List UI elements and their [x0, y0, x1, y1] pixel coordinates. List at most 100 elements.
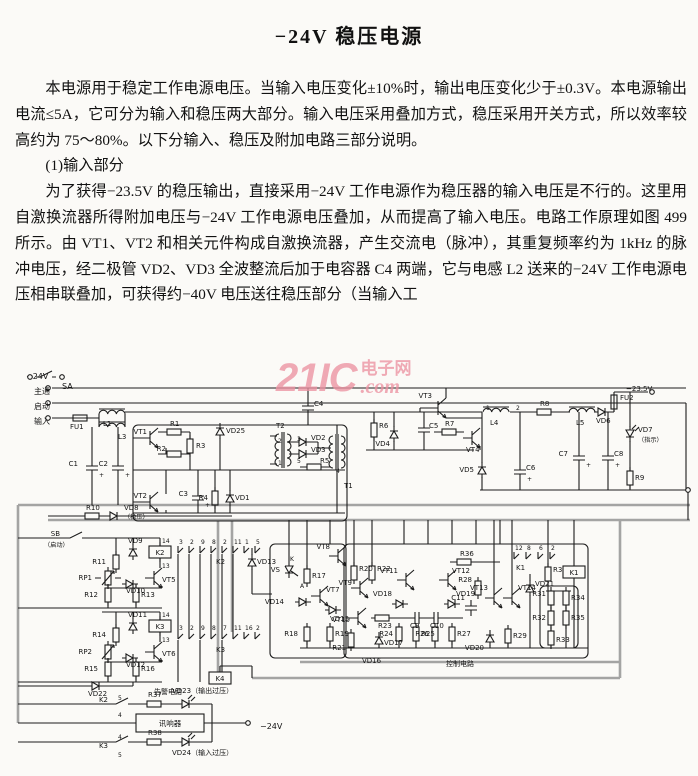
comp-VD21: VD21 [525, 580, 554, 596]
pin-8: 8 [212, 625, 216, 632]
comp-1: 1 [278, 460, 282, 467]
comp-VT4: VT4 [463, 427, 481, 454]
comp-term [45, 415, 51, 421]
comp-VT8: VT8 [316, 543, 347, 567]
comp-K2: K2 [99, 696, 132, 705]
label-VD14: VD14 [265, 598, 285, 606]
relay-label-K3: K3 [155, 623, 164, 631]
label-VD3: VD3 [311, 446, 326, 454]
contacts-label-K3: K3 [216, 646, 225, 654]
label-R11: R11 [92, 558, 106, 566]
polarity-mark: + [99, 472, 104, 479]
label-VD6: VD6 [596, 417, 611, 425]
label-VT5: VT5 [162, 576, 176, 584]
comp-VD1: VD1 [225, 490, 250, 506]
label-C4: C4 [314, 400, 324, 408]
label-VT7: VT7 [326, 586, 340, 594]
comp-VD25: VD25 [215, 423, 245, 439]
label-VD9: VD9 [128, 537, 143, 545]
label-VT13: VT13 [470, 584, 488, 592]
label-VT6: VT6 [162, 650, 176, 658]
label-RP1: RP1 [78, 574, 92, 582]
label-T2: T2 [275, 422, 285, 430]
polarity-mark: + [205, 502, 210, 509]
label-R31: R31 [532, 590, 546, 598]
comp-VT7: VT7 [311, 585, 340, 607]
label-R24: R24 [379, 630, 393, 638]
comp-R31: R31 [532, 587, 555, 609]
label-R1: R1 [170, 420, 179, 428]
label-R6: R6 [379, 422, 389, 430]
label-R23: R23 [378, 622, 392, 630]
label-R28: R28 [458, 576, 472, 584]
comp-L3: L3 [98, 421, 126, 441]
comp-R19: R19 [326, 623, 349, 645]
contacts-label-K1: K1 [516, 564, 525, 572]
label-VD8: VD8 [124, 504, 139, 512]
polarity-mark: + [615, 462, 620, 469]
comp-2: 2 [278, 438, 282, 445]
comp-L1: L1 [98, 408, 126, 428]
body-text: 本电源用于稳定工作电源电压。当输入电压变化±10%时，输出电压变化少于±0.3V… [15, 76, 687, 308]
comp-R26: R26 [415, 623, 439, 645]
comp-T1: T1 [328, 434, 353, 490]
pin-3: 3 [179, 539, 183, 546]
contacts-label-K2: K2 [216, 558, 225, 566]
label-5: 5 [297, 458, 301, 465]
label-R27: R27 [457, 630, 471, 638]
comp-4: 4 [118, 734, 122, 741]
comp-R21: R21 [332, 629, 355, 652]
label-4: 4 [118, 712, 122, 719]
comp-R20: R20 [350, 562, 373, 584]
pin-11: 11 [234, 539, 242, 546]
label-R21: R21 [332, 644, 346, 652]
comp-C7: +C7 [559, 450, 591, 469]
label-SB: SB [51, 530, 60, 538]
label-VT11: VT11 [380, 567, 398, 575]
comp-VT1: VT1 [133, 427, 159, 449]
label-C3: C3 [179, 490, 188, 498]
label-VT3: VT3 [418, 392, 432, 400]
label-R34: R34 [571, 594, 585, 602]
pin-6: 6 [539, 545, 543, 552]
label-VD16: VD16 [362, 657, 382, 665]
comp-R27: R27 [448, 623, 471, 645]
label-C11: C11 [451, 594, 465, 602]
comp-VT3: VT3 [418, 392, 447, 419]
pin-16: 16 [245, 625, 253, 632]
label-RP2: RP2 [78, 648, 92, 656]
label-R35: R35 [571, 614, 585, 622]
comp-R7: R7 [438, 420, 460, 436]
label-VD7: VD7 [638, 426, 653, 434]
comp-R2: R2 [157, 445, 185, 458]
comp-R30: R30 [544, 563, 567, 585]
comp-VD6: VD6 [594, 407, 611, 425]
pin-8: 8 [212, 539, 216, 546]
label-输入: 输入 [34, 416, 50, 426]
comp-VD19: VD19 [444, 590, 475, 609]
comp-VD2: VD2 [295, 434, 326, 447]
comp-term [649, 389, 655, 395]
label-VT4: VT4 [466, 446, 480, 454]
label-R38: R38 [148, 729, 162, 737]
label-R4: R4 [199, 494, 209, 502]
comp-C4: C4 [302, 400, 324, 416]
comp-控制电路: 控制电路 [446, 659, 474, 668]
comp-主通: 主通 [34, 386, 50, 396]
polarity-mark: + [125, 472, 130, 479]
comp-输入: 输入 [34, 416, 50, 426]
comp-VD11: VD11 [128, 611, 147, 634]
label-VD25: VD25 [226, 427, 245, 435]
polarity-mark: + [527, 476, 532, 483]
label-R22: R22 [377, 565, 391, 573]
comp-K: K [290, 556, 295, 563]
label-R20: R20 [359, 565, 373, 573]
bus-wires [16, 503, 690, 723]
comp-SA: SA [62, 382, 73, 391]
label-R19: R19 [335, 630, 349, 638]
comp-C5: C5 [418, 422, 438, 438]
